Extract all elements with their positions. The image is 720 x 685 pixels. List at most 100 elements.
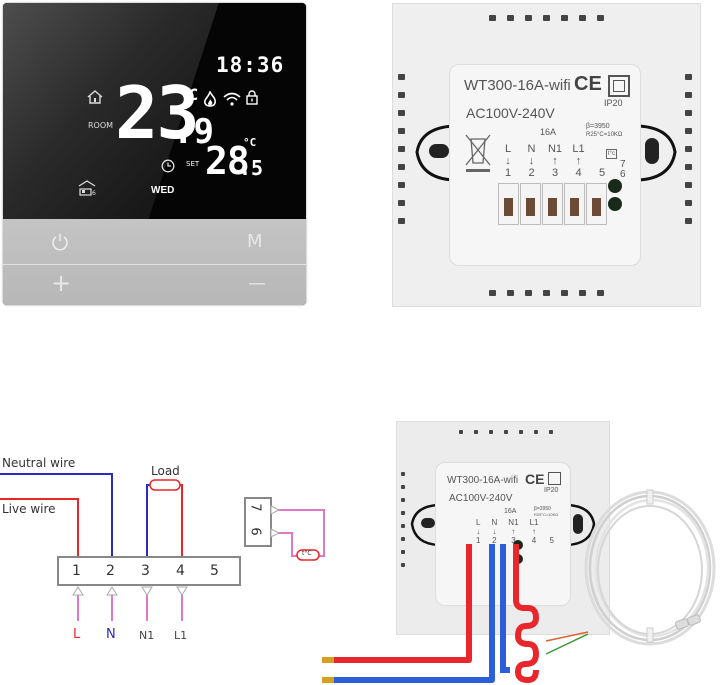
flame-icon xyxy=(203,89,217,113)
terminal-arrows xyxy=(72,586,188,596)
ce-mark: CE xyxy=(574,73,602,95)
installed-wires xyxy=(322,544,589,684)
sensor-resistance: R25°C=10KΩ xyxy=(586,132,623,138)
terminal-label-5: 5 xyxy=(598,167,606,179)
power-icon xyxy=(52,234,68,251)
svg-text:6: 6 xyxy=(92,190,96,197)
sensor-screw-6 xyxy=(608,197,622,211)
terminal-labels: L↓1 N↓2 N1↑3 L1↑4 5 xyxy=(500,143,610,179)
terminal-label-3: N1↑3 xyxy=(547,143,563,179)
touch-panel: M + — xyxy=(3,219,306,305)
sensor-symbol: t°c xyxy=(606,149,618,159)
terminal-2 xyxy=(520,183,541,225)
home-icon xyxy=(86,89,104,109)
set-label: SET xyxy=(186,160,200,168)
sensor-wire-6 xyxy=(271,532,297,557)
double-insulation-icon xyxy=(608,75,630,97)
room-unit: °C xyxy=(179,85,199,104)
voltage-rating: AC100V-240V xyxy=(466,105,555,121)
neutral-wire-label: Neutral wire xyxy=(2,456,76,470)
left-vents xyxy=(398,74,405,224)
room-temperature: 23 xyxy=(115,71,200,155)
terminal-number-1: 1 xyxy=(72,563,81,579)
blue-wire-N1 xyxy=(500,544,510,673)
sensor-screw-7 xyxy=(608,179,622,193)
blue-wire-N xyxy=(332,544,495,683)
terminal-5 xyxy=(586,183,607,225)
right-mount-bracket xyxy=(638,124,677,182)
bottom-label-L1: L1 xyxy=(174,629,188,642)
set-temperature: 28 xyxy=(205,139,250,183)
terminal-label-4: L1↑4 xyxy=(572,143,585,179)
house-program-icon: 6 xyxy=(77,179,97,201)
red-wire-L1 xyxy=(513,544,540,684)
wire-tip-N xyxy=(322,677,334,683)
lcd-screen: 18:36 ROOM 23 .9 °C SET 28 .5 °C 6 WED xyxy=(3,3,306,219)
sensor-terminal-6: 6 xyxy=(247,527,263,536)
clock-display: 18:36 xyxy=(216,53,285,77)
ip-rating: IP20 xyxy=(604,98,623,108)
mode-button[interactable]: M xyxy=(247,231,263,252)
set-temperature-decimal: .5 xyxy=(239,156,264,180)
voltage-rating-small: AC100V-240V xyxy=(449,493,513,504)
sensor-terminal-7: 7 xyxy=(247,503,263,512)
live-wire-label: Live wire xyxy=(2,502,56,516)
terminal-1 xyxy=(498,183,519,225)
input-lines xyxy=(77,593,183,621)
terminal-number-3: 3 xyxy=(141,563,150,579)
terminal-label-1: L↓1 xyxy=(504,143,512,179)
sensor-symbol xyxy=(296,549,320,561)
sensor-terminal-box xyxy=(244,497,272,547)
neutral-wire xyxy=(0,473,113,557)
model-number-small: WT300-16A-wifi xyxy=(447,475,519,486)
thermostat-back-wired: WT300-16A-wifi CE IP20 AC100V-240V 16A β… xyxy=(396,421,610,635)
bottom-label-N: N xyxy=(106,627,116,642)
bottom-label-L: L xyxy=(73,627,81,642)
model-number: WT300-16A-wifi xyxy=(464,77,571,94)
terminal-4 xyxy=(564,183,585,225)
lock-icon xyxy=(246,90,258,109)
load-live-wire xyxy=(177,484,183,557)
set-unit: °C xyxy=(243,136,257,149)
sensor-lead-green xyxy=(545,633,589,655)
label-module: WT300-16A-wifi CE IP20 AC100V-240V 16A β… xyxy=(449,64,641,266)
day-of-week: WED xyxy=(151,185,175,196)
terminal-number-4: 4 xyxy=(176,563,185,579)
plus-button[interactable]: + xyxy=(51,269,72,297)
live-wire xyxy=(0,498,79,557)
floor-sensor-cable xyxy=(584,489,716,646)
sensor-beta: β=3950 xyxy=(586,123,610,130)
top-vents xyxy=(489,15,604,21)
load-symbol xyxy=(149,479,181,491)
terminal-number-2: 2 xyxy=(106,563,115,579)
terminal-number-5: 5 xyxy=(210,563,219,579)
terminal-3 xyxy=(542,183,563,225)
label-module-small: WT300-16A-wifi CE IP20 AC100V-240V 16A β… xyxy=(435,462,571,606)
thermostat-back: WT300-16A-wifi CE IP20 AC100V-240V 16A β… xyxy=(392,3,701,307)
weee-disposal-icon xyxy=(465,134,491,172)
load-label: Load xyxy=(151,464,180,478)
red-wire-L xyxy=(332,544,472,663)
sensor-label: t°C xyxy=(302,550,312,557)
power-button[interactable] xyxy=(49,231,71,253)
terminal-label-2: N↓2 xyxy=(527,143,536,179)
sensor-probe xyxy=(675,618,689,630)
clock-icon xyxy=(161,158,175,177)
room-temperature-decimal: .9 xyxy=(173,112,214,152)
right-vents xyxy=(685,74,692,224)
wifi-icon xyxy=(223,91,241,110)
room-label: ROOM xyxy=(88,121,114,130)
thermostat-front: 18:36 ROOM 23 .9 °C SET 28 .5 °C 6 WED xyxy=(3,3,306,305)
wiring-diagram xyxy=(0,473,325,621)
wire-tip-L xyxy=(322,657,334,663)
current-rating: 16A xyxy=(540,127,557,137)
bottom-vents xyxy=(489,290,604,296)
left-mount-bracket xyxy=(415,124,454,182)
sensor-lead-red xyxy=(545,631,589,642)
terminal-box xyxy=(57,556,241,586)
bottom-label-N1: N1 xyxy=(139,629,155,642)
sensor-wire-7 xyxy=(271,509,325,557)
terminal-block xyxy=(498,183,607,225)
minus-button[interactable]: — xyxy=(248,273,266,294)
